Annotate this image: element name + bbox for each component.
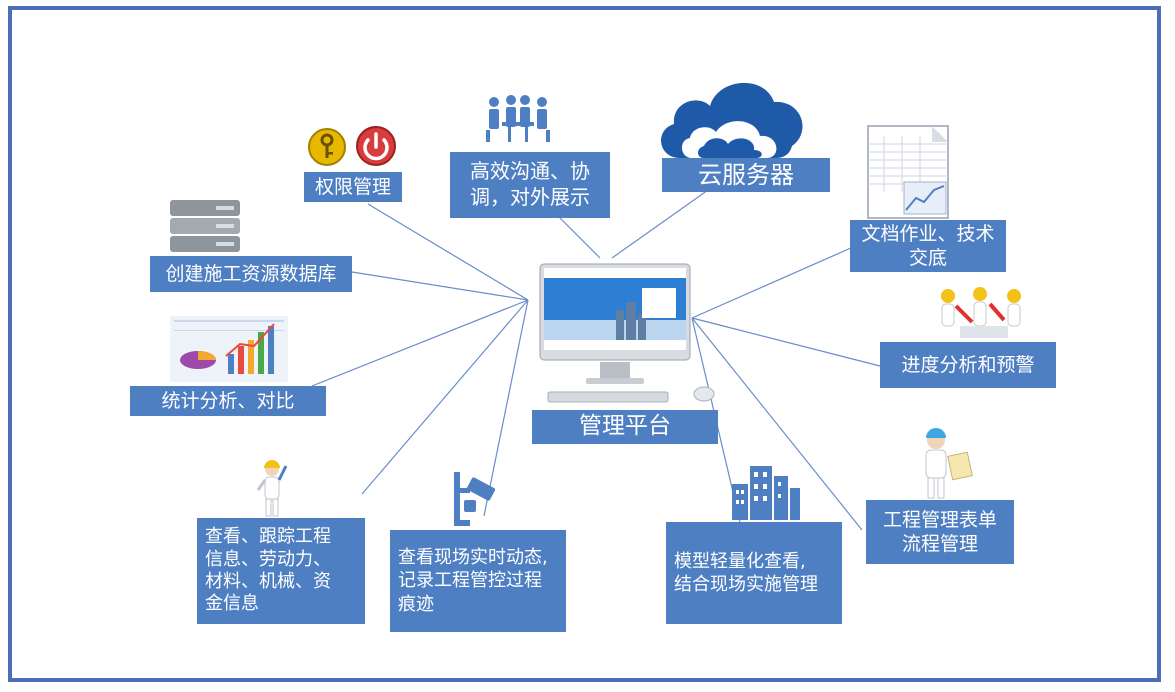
inspector-icon (925, 428, 973, 499)
node-model: 模型轻量化查看, 结合现场实施管理 (666, 522, 842, 624)
meeting-icon (486, 95, 550, 142)
node-permission: 权限管理 (304, 172, 402, 202)
cloud-icon (661, 82, 803, 158)
buildings-icon (732, 466, 800, 520)
node-communication: 高效沟通、协 调，对外展示 (450, 152, 610, 218)
node-progress: 进度分析和预警 (880, 342, 1056, 388)
spreadsheet-icon (867, 125, 949, 219)
line-progress (691, 317, 881, 367)
line-realtime (483, 299, 529, 517)
node-realtime: 查看现场实时动态, 记录工程管控过程 痕迹 (390, 530, 566, 632)
node-statistics: 统计分析、对比 (130, 386, 326, 416)
line-document (691, 243, 861, 319)
workers-icon (941, 287, 1021, 338)
node-database: 创建施工资源数据库 (150, 256, 352, 292)
line-cloud (611, 189, 709, 259)
power-icon (356, 126, 396, 166)
worker-icon (256, 460, 288, 517)
node-tracking: 查看、跟踪工程 信息、劳动力、 材料、机械、资 金信息 (197, 518, 365, 624)
statistics-chart-icon (170, 316, 288, 382)
line-statistics (311, 299, 529, 387)
server-icon (170, 200, 240, 252)
node-center: 管理平台 (532, 410, 718, 444)
key-icon (308, 128, 346, 166)
node-forms: 工程管理表单 流程管理 (866, 500, 1014, 564)
line-permission (367, 203, 529, 301)
node-document: 文档作业、技术 交底 (850, 220, 1006, 272)
camera-icon (454, 472, 496, 526)
line-tracking (361, 299, 529, 495)
line-database (351, 271, 529, 301)
line-forms (691, 317, 863, 531)
node-cloud: 云服务器 (662, 158, 830, 192)
monitor-icon (539, 263, 715, 403)
